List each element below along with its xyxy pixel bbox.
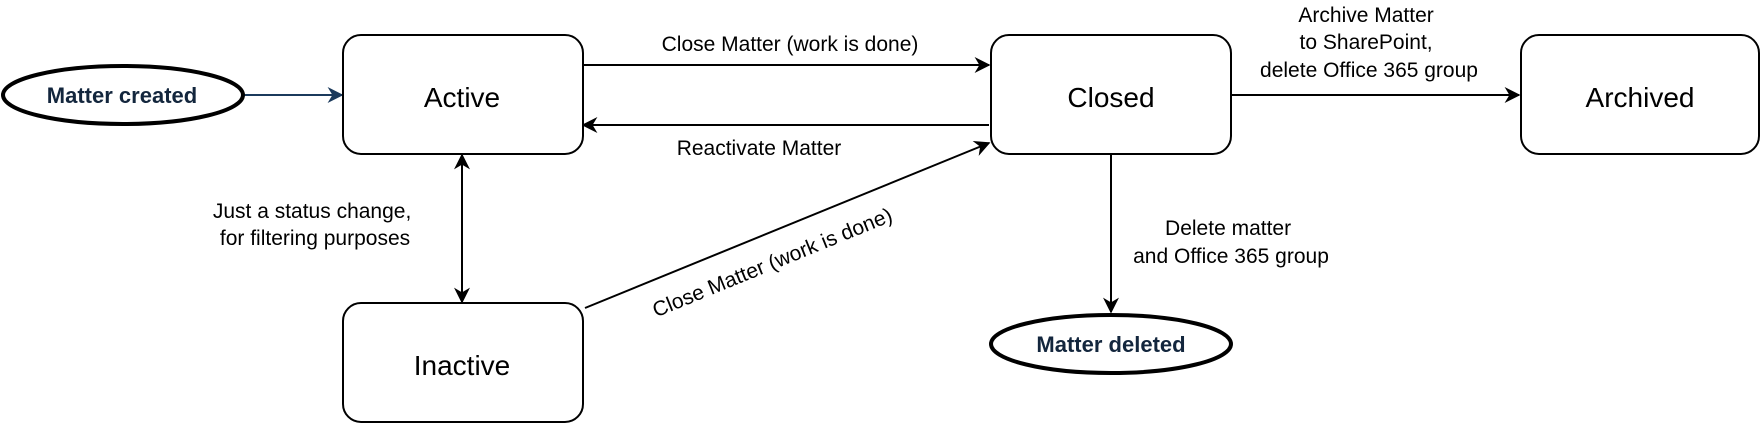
state-archived: Archived <box>1520 34 1760 155</box>
state-inactive-label: Inactive <box>414 350 511 381</box>
end-node: Matter deleted <box>989 313 1233 375</box>
status-label-line-2: for filtering purposes <box>220 227 410 250</box>
edge-label-closed-to-deleted: Delete matter and Office 365 group <box>1133 217 1329 268</box>
edge-label-closed-to-archived: Archive Matter to SharePoint, delete Off… <box>1260 4 1478 82</box>
edge-label-closed-to-active: Reactivate Matter <box>677 137 842 160</box>
edge-label-active-to-closed: Close Matter (work is done) <box>662 33 919 56</box>
state-inactive: Inactive <box>342 302 584 423</box>
state-active: Active <box>342 34 584 155</box>
start-node: Matter created <box>1 64 245 126</box>
state-closed-label: Closed <box>1067 82 1154 113</box>
state-archived-label: Archived <box>1586 82 1695 113</box>
end-node-label: Matter deleted <box>1036 332 1185 357</box>
state-active-label: Active <box>424 82 500 113</box>
edge-label-active-inactive: Just a status change, for filtering purp… <box>213 200 417 250</box>
delete-label-line-2: and Office 365 group <box>1133 245 1329 268</box>
delete-label-line-1: Delete matter <box>1165 217 1291 240</box>
archive-label-line-3: delete Office 365 group <box>1260 59 1478 82</box>
archive-label-line-1: Archive Matter <box>1298 4 1433 27</box>
edge-inactive-to-closed <box>584 141 991 309</box>
start-node-label: Matter created <box>47 83 197 108</box>
state-closed: Closed <box>990 34 1232 155</box>
archive-label-line-2: to SharePoint, <box>1300 31 1433 54</box>
status-label-line-1: Just a status change, <box>213 200 411 223</box>
edge-label-inactive-to-closed: Close Matter (work is done) <box>649 204 895 322</box>
